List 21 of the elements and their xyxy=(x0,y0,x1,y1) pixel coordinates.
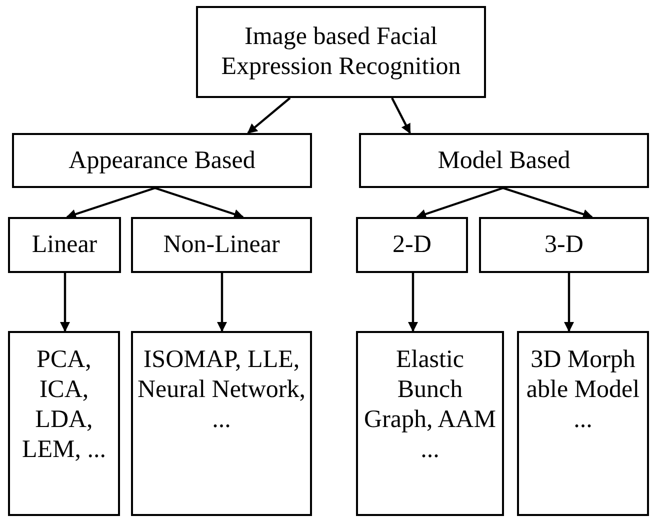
method-box: Elastic Bunch Graph, AAM ... xyxy=(356,331,504,516)
category-box: 2-D xyxy=(356,217,468,273)
category-box: Model Based xyxy=(359,133,649,188)
method-box: 3D Morph able Model ... xyxy=(517,331,649,516)
arrow xyxy=(416,186,504,219)
category-box: Appearance Based xyxy=(12,133,312,188)
method-box: PCA, ICA, LDA, LEM, ... xyxy=(8,331,120,516)
arrow xyxy=(408,273,418,332)
arrow xyxy=(60,273,70,332)
category-box: Non-Linear xyxy=(131,217,312,273)
category-box: Image based Facial Expression Recognition xyxy=(196,6,486,98)
arrow xyxy=(217,273,227,332)
category-box: 3-D xyxy=(479,217,649,273)
arrow xyxy=(564,273,574,332)
arrow xyxy=(391,98,411,134)
arrow xyxy=(502,186,593,219)
arrow xyxy=(247,97,291,134)
arrow xyxy=(66,186,156,219)
arrow xyxy=(154,186,244,219)
method-box: ISOMAP, LLE, Neural Network, ... xyxy=(131,331,312,516)
category-box: Linear xyxy=(8,217,121,273)
